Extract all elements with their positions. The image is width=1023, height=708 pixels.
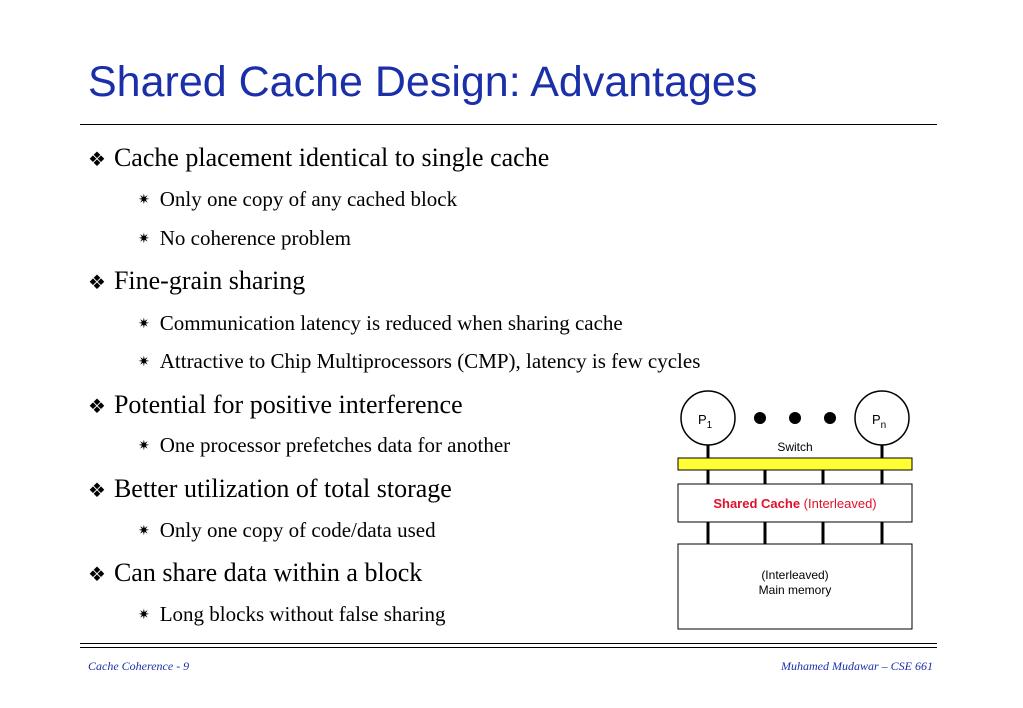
diamond-bullet-icon: ❖ [88,270,106,294]
sub-bullet-1-2: ✷ No coherence problem [138,226,351,251]
sub-bullet-text: Communication latency is reduced when sh… [159,311,623,335]
sub-bullet-text: Attractive to Chip Multiprocessors (CMP)… [159,349,701,373]
sub-bullet-2-2: ✷ Attractive to Chip Multiprocessors (CMP… [138,349,700,374]
slide-title: Shared Cache Design: Advantages [88,58,758,106]
pn-label: Pn [872,412,886,431]
star-bullet-icon: ✷ [138,354,150,370]
diamond-bullet-icon: ❖ [88,562,106,586]
sub-bullet-3-1: ✷ One processor prefetches data for anoth… [138,433,510,458]
main-memory-box [677,543,913,630]
footer-divider [80,643,937,644]
sub-bullet-1-1: ✷ Only one copy of any cached block [138,187,457,212]
switch-bar [677,457,913,471]
p1-label: P1 [698,412,713,431]
footer-author: Muhamed Mudawar – CSE 661 [781,659,933,673]
title-divider [80,124,937,125]
processor-pn [854,390,910,446]
star-bullet-icon: ✷ [138,523,150,539]
processor-p1 [680,390,736,446]
footer-divider [80,647,937,648]
bullet-text: Fine-grain sharing [113,266,306,295]
diamond-bullet-icon: ❖ [88,147,106,171]
star-bullet-icon: ✷ [138,231,150,247]
star-bullet-icon: ✷ [138,607,150,623]
memory-label-line1: (Interleaved) [761,568,828,582]
diamond-bullet-icon: ❖ [88,394,106,418]
star-bullet-icon: ✷ [138,316,150,332]
shared-cache-box [677,483,913,523]
sub-bullet-text: Only one copy of any cached block [159,187,458,211]
ellipsis-dot [754,412,766,424]
star-bullet-icon: ✷ [138,438,150,454]
bullet-4: ❖ Better utilization of total storage [88,474,452,504]
ellipsis-dot [789,412,801,424]
diamond-bullet-icon: ❖ [88,478,106,502]
bullet-3: ❖ Potential for positive interference [88,390,463,420]
sub-bullet-text: Only one copy of code/data used [159,518,436,542]
memory-label-line2: Main memory [759,583,832,597]
shared-cache-label: Shared Cache (Interleaved) [713,496,876,511]
footer-slide-number: Cache Coherence - 9 [88,659,190,673]
sub-bullet-text: No coherence problem [159,226,351,250]
bullet-2: ❖ Fine-grain sharing [88,266,305,296]
sub-bullet-text: One processor prefetches data for anothe… [159,433,511,457]
star-bullet-icon: ✷ [138,192,150,208]
bullet-1: ❖ Cache placement identical to single cac… [88,143,549,173]
ellipsis-dot [824,412,836,424]
sub-bullet-text: Long blocks without false sharing [159,602,446,626]
bullet-text: Can share data within a block [113,558,423,587]
sub-bullet-5-1: ✷ Long blocks without false sharing [138,602,446,627]
sub-bullet-2-1: ✷ Communication latency is reduced when s… [138,311,623,336]
bullet-text: Better utilization of total storage [113,474,452,503]
switch-label: Switch [777,440,812,454]
bullet-5: ❖ Can share data within a block [88,558,422,588]
bullet-text: Potential for positive interference [113,390,463,419]
bullet-text: Cache placement identical to single cach… [113,143,550,172]
sub-bullet-4-1: ✷ Only one copy of code/data used [138,518,436,543]
